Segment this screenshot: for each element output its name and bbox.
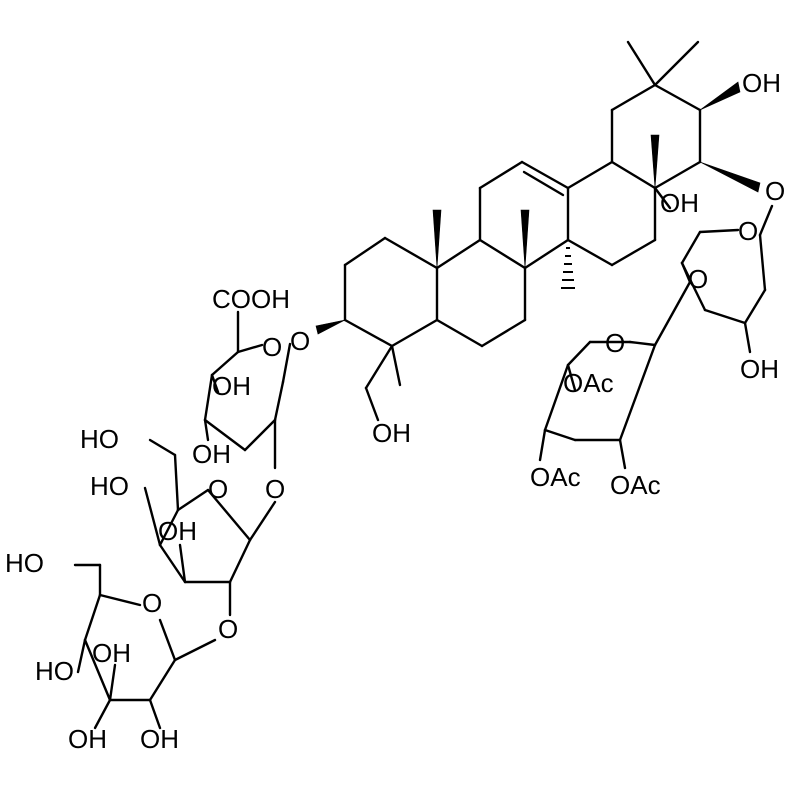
label-oh-gal-3: OH — [158, 516, 197, 546]
label-oh-xylose-3: OH — [740, 354, 779, 384]
label-o-arabinose-ring: O — [605, 328, 625, 358]
label-o-xylose-ring: O — [738, 216, 758, 246]
label-o-glcA-link: O — [290, 326, 310, 356]
label-o-c22: O — [765, 176, 785, 206]
label-ho-gal-4: HO — [90, 471, 129, 501]
label-ho-gal-ch2: HO — [80, 424, 119, 454]
label-oh-c23: OH — [372, 418, 411, 448]
label-oac-c: OAc — [610, 470, 661, 500]
ring-a — [343, 236, 439, 348]
sugar-glucose — [73, 563, 217, 730]
sugar-galactose — [143, 438, 277, 617]
label-oh-glc-3: OH — [92, 638, 131, 668]
label-oh-glc-1: OH — [140, 724, 179, 754]
label-o-glcA-2: O — [265, 474, 285, 504]
sugar-xylose — [653, 204, 774, 354]
hashed-methyl-c14 — [561, 247, 575, 289]
label-oh-glcA-b: OH — [192, 439, 231, 469]
ring-e — [610, 40, 702, 190]
ring-d — [566, 160, 657, 267]
atom-labels: OH O OH O O OH O OAc OAc OAc COOH O O OH… — [5, 68, 785, 754]
label-o-gal-2: O — [218, 614, 238, 644]
label-o-glc-ring: O — [142, 588, 162, 618]
sugar-arabinose — [538, 340, 657, 470]
label-ho-glc-4: HO — [35, 656, 74, 686]
ring-e-substituents — [653, 81, 761, 210]
label-ho-glc-ch2: HO — [5, 548, 44, 578]
ring-c — [478, 160, 570, 270]
label-o-xylose-4: O — [688, 264, 708, 294]
label-oac-a: OAc — [563, 368, 614, 398]
label-o-gal-ring: O — [208, 474, 228, 504]
label-oh-glcA-a: OH — [212, 371, 251, 401]
label-oh-c19: OH — [660, 188, 699, 218]
label-o-glcA-ring: O — [262, 332, 282, 362]
label-oh-glc-2: OH — [68, 724, 107, 754]
sugar-glucuronic-acid — [203, 310, 292, 470]
label-oh-c21: OH — [742, 68, 781, 98]
label-cooh: COOH — [212, 284, 290, 314]
ring-b — [435, 238, 527, 348]
c3-linkage — [315, 319, 394, 422]
core-methyls — [390, 134, 660, 387]
label-oac-b: OAc — [530, 462, 581, 492]
